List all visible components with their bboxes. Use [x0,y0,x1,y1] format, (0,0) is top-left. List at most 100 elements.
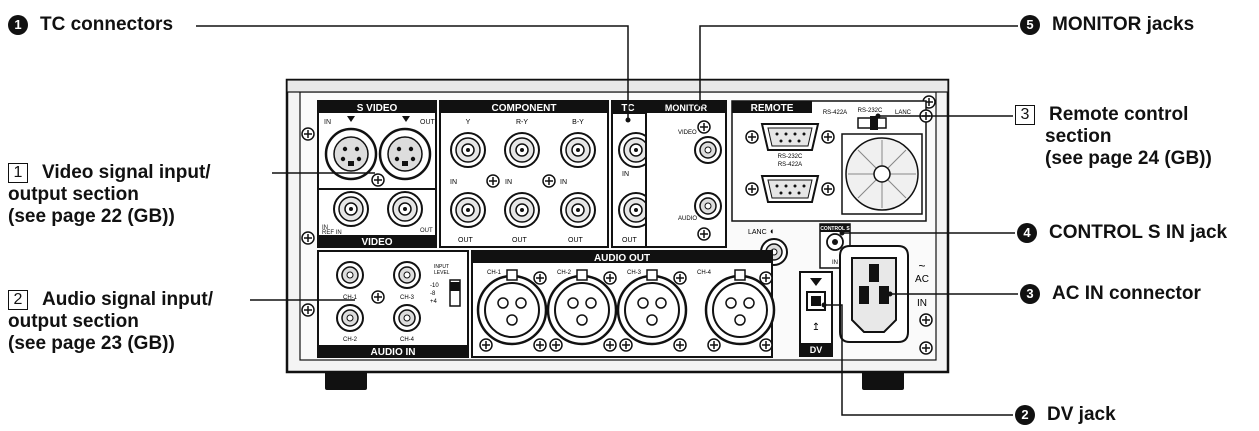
remote-mode-switch[interactable] [857,116,887,130]
audio-in-ch1-label: CH-1 [343,295,358,301]
s-video-out-jack[interactable] [378,127,432,181]
audio-in-ch1-jack[interactable] [336,261,364,289]
control-s-header: CONTROL S [820,226,850,232]
callout-video-line-2: output section [8,184,139,205]
component-y-in-label: IN [450,179,457,186]
ac-inlet[interactable] [839,245,909,343]
callout-remote-line-2: section [1045,126,1112,147]
audio-out-ch2-label: CH-2 [557,270,572,276]
callout-number-1: 1 [8,14,28,35]
audio-in-ch4-jack[interactable] [393,304,421,332]
callout-box-3: 3 [1015,104,1035,125]
rs422a-port-label: RS-422A [778,162,802,168]
s-video-in-label: IN [324,119,331,126]
audio-out-section: AUDIO OUT CH-1 CH-2 CH-3 CH-4 [471,250,776,358]
component-ry-out-label: OUT [512,237,528,244]
monitor-audio-label: AUDIO [678,216,697,222]
s-video-section: S VIDEO IN OUT [317,100,437,190]
video-out-label: OUT [420,228,433,234]
s-video-header: S VIDEO [357,103,398,114]
audio-out-ch4-label: CH-4 [697,270,712,276]
tc-out-label: OUT [622,237,638,244]
rs232c-port[interactable] [745,123,835,151]
audio-out-header: AUDIO OUT [594,253,650,264]
remote-rs232c-label: RS-232C [858,108,883,114]
cooling-fan [841,133,923,215]
callout-box-1: 1 [8,162,28,183]
input-level-label-2: LEVEL [434,270,450,276]
input-level-value-3: +4 [430,299,438,305]
s-video-out-label: OUT [420,119,436,126]
callout-remote-line-3: (see page 24 (GB)) [1045,148,1212,169]
dv-label: DV [810,345,823,355]
component-by-in-bnc[interactable] [560,132,596,168]
audio-out-ch3-label: CH-3 [627,270,642,276]
callout-number-3: 3 [1020,283,1040,304]
dv-port[interactable] [806,291,826,311]
input-level-switch[interactable] [449,279,461,307]
component-ry-out-bnc[interactable] [504,192,540,228]
remote-section: REMOTE RS-422A RS-232C LANC RS-232C RS-4… [731,100,933,222]
s-video-in-jack[interactable] [324,127,378,181]
callout-number-2: 2 [1015,404,1035,425]
leader-lines [196,25,1018,416]
component-y-in-bnc[interactable] [450,132,486,168]
component-ry-in-label: IN [505,179,512,186]
audio-in-ch3-jack[interactable] [393,261,421,289]
monitor-audio-jack[interactable] [694,192,722,220]
remote-rs422a-label: RS-422A [823,110,847,116]
audio-in-ch2-jack[interactable] [336,304,364,332]
svg-text:◐: ◐ [770,226,775,236]
callout-box-2: 2 [8,289,28,310]
component-ry-label: R-Y [516,119,528,126]
lanc-area: LANC ◐ [748,226,788,266]
leader-tc [196,25,629,120]
audio-out-ch1-label: CH-1 [487,270,502,276]
video-ref-in-label: REF IN [322,230,342,236]
component-ry-in-bnc[interactable] [504,132,540,168]
component-by-in-label: IN [560,179,567,186]
monitor-header: MONITOR [665,103,708,113]
rs422a-port[interactable] [745,175,835,203]
video-header: VIDEO [361,237,392,248]
video-in-bnc[interactable] [333,191,369,227]
leader-dv [824,304,1013,416]
callout-monitor-label: MONITOR jacks [1052,14,1195,35]
monitor-section: MONITOR VIDEO AUDIO [645,100,727,248]
callout-video-line-3: (see page 22 (GB)) [8,206,175,227]
video-in-label: IN [322,225,328,231]
monitor-video-jack[interactable] [694,136,722,164]
component-by-out-bnc[interactable] [560,192,596,228]
audio-in-ch4-label: CH-4 [400,337,415,343]
audio-in-section: AUDIO IN CH-1 CH-3 CH-2 CH-4 INPUT LEVEL… [317,250,469,358]
control-s-in-jack[interactable] [826,233,844,251]
component-y-label: Y [466,119,471,126]
lanc-jack-label: LANC [748,229,767,236]
audio-in-ch2-label: CH-2 [343,337,358,343]
callout-dv-label: DV jack [1047,404,1116,425]
component-y-out-bnc[interactable] [450,192,486,228]
component-y-out-label: OUT [458,237,474,244]
input-level-label-1: INPUT [434,264,449,270]
input-level-value-1: -10 [430,283,439,289]
svg-text:↥: ↥ [812,322,820,333]
video-out-bnc[interactable] [387,191,423,227]
ac-in-label: IN [917,298,927,309]
component-by-label: B-Y [572,119,584,126]
callout-video-line-1: Video signal input/ [42,162,211,183]
ac-label: AC [915,274,929,285]
callout-video-section: 1 Video signal input/ output section (see… [8,162,211,228]
video-section: VIDEO IN REF IN OUT [317,188,437,248]
remote-header: REMOTE [751,103,794,114]
audio-in-header: AUDIO IN [371,347,416,358]
monitor-video-label: VIDEO [678,130,697,136]
callout-audio-line-2: output section [8,311,139,332]
component-by-out-label: OUT [568,237,584,244]
